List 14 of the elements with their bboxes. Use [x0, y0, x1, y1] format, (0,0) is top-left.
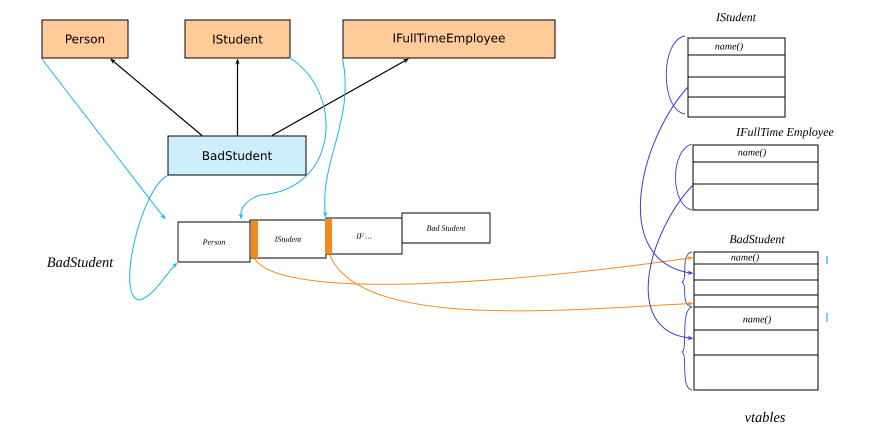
class-box: BadStudent: [168, 136, 306, 176]
vtable: BadStudent name() name(): [694, 234, 818, 390]
memory-cell: Person: [178, 222, 250, 262]
vtable: IFullTime Employee name(): [692, 128, 834, 210]
memory-cell: Bad Student: [402, 212, 490, 244]
node-label: IStudent: [716, 12, 756, 22]
class-box: IStudent: [184, 20, 290, 58]
handwritten-label: BadStudent: [46, 256, 114, 268]
class-box: IFullTimeEmployee: [342, 20, 556, 58]
class-box: Person: [42, 20, 128, 58]
node-label: IFullTime Employee: [736, 128, 834, 138]
vtable: IStudent name(): [688, 12, 786, 118]
handwritten-label: vtables: [744, 412, 785, 422]
node-label: BadStudent: [729, 234, 785, 244]
